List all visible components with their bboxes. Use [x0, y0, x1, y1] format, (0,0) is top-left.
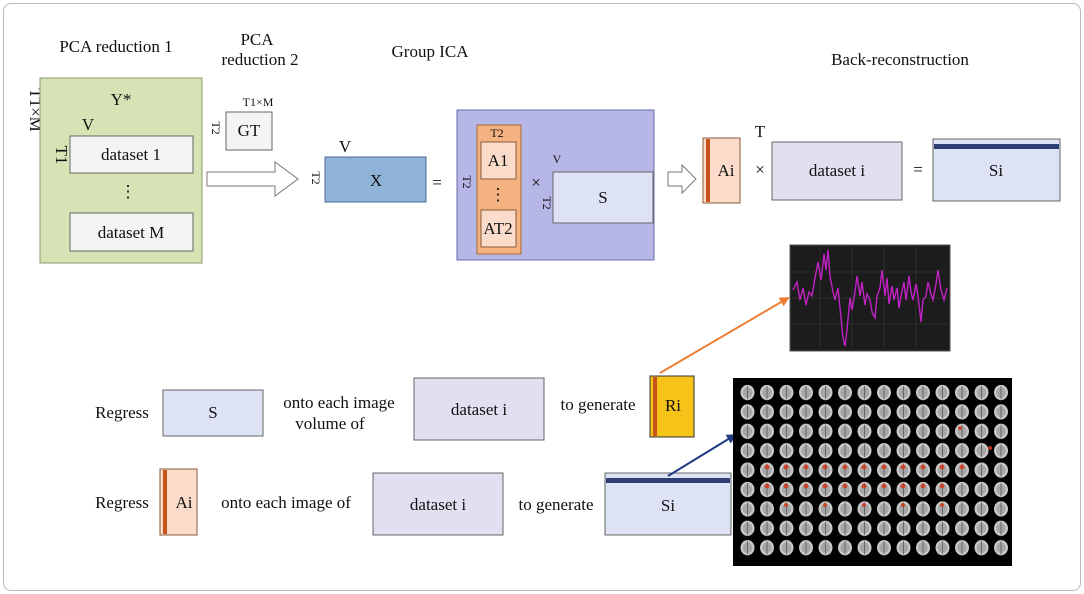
backrec-dataset-i-label: dataset i	[809, 161, 865, 180]
ai-transpose-t: T	[755, 122, 766, 141]
dataset-m-box	[69, 212, 194, 252]
pca2-t2-label: T2	[209, 121, 223, 134]
at2-box	[480, 209, 517, 248]
regress2-si-label: Si	[661, 496, 675, 515]
regress1-s-box	[162, 389, 264, 437]
regress1-dataset-i-label: dataset i	[451, 400, 507, 419]
dataset-1-box	[69, 135, 194, 174]
activation-blobs	[764, 426, 992, 507]
heading-pca-reduction-2-line2: reduction 2	[222, 50, 299, 69]
regress1-dataset-i-box	[413, 377, 545, 441]
a1-label: A1	[488, 151, 509, 170]
regress2-to-generate: to generate	[518, 495, 593, 514]
regress2-onto-label: onto each image of	[221, 493, 351, 512]
pca1-v-label: V	[82, 115, 95, 134]
regress1-regress-label: Regress	[95, 403, 149, 422]
backrec-equals-sign: =	[913, 160, 923, 179]
ica-equals-sign: =	[432, 173, 442, 192]
a-ellipsis: ⋮	[490, 185, 507, 204]
regress2-ai-label: Ai	[176, 493, 193, 512]
s-v-label: V	[553, 152, 562, 166]
brain-slice-grid	[738, 383, 1010, 559]
ica-times-sign: ×	[531, 173, 541, 192]
regress2-si-row-highlight	[606, 478, 730, 483]
ri-to-timecourse-arrow	[659, 296, 790, 374]
backrec-times-sign: ×	[755, 160, 765, 179]
pca2-dims-label: T1×M	[243, 95, 274, 109]
si-label: Si	[989, 161, 1003, 180]
regress1-s-label: S	[208, 403, 217, 422]
si-matrix-box	[932, 138, 1061, 202]
spatial-map-montage	[733, 378, 1012, 566]
x-t2-label: T2	[309, 171, 323, 184]
heading-back-reconstruction: Back-reconstruction	[831, 50, 969, 69]
time-course-signal	[792, 249, 948, 347]
reduction-arrow	[206, 161, 299, 197]
regress2-regress-label: Regress	[95, 493, 149, 512]
s-t2-label: T2	[540, 196, 554, 209]
gt-matrix-box	[225, 111, 273, 151]
ri-box	[649, 375, 695, 438]
ai-column-highlight	[706, 139, 710, 202]
regress1-onto-line2: volume of	[295, 414, 365, 433]
x-label: X	[370, 171, 382, 190]
si-row-highlight	[934, 144, 1059, 149]
regress2-ai-column-highlight	[163, 470, 167, 534]
x-v-label: V	[339, 137, 352, 156]
regress2-si-box	[604, 472, 732, 536]
a-side-t2-label: T2	[460, 175, 474, 188]
ai-label: Ai	[718, 161, 735, 180]
a-t2-label: T2	[490, 126, 503, 140]
regress1-onto-line1: onto each image	[283, 393, 394, 412]
time-course-plot	[789, 244, 951, 352]
s-matrix-box	[552, 171, 654, 224]
gt-label: GT	[238, 121, 261, 140]
backrec-arrow	[667, 163, 697, 195]
a1-box	[480, 141, 517, 180]
at2-label: AT2	[483, 219, 512, 238]
heading-group-ica: Group ICA	[392, 42, 470, 61]
heading-pca-reduction-2-line1: PCA	[240, 30, 274, 49]
backrec-dataset-i-box	[771, 141, 903, 201]
dataset-1-label: dataset 1	[101, 145, 161, 164]
pca1-ellipsis: ⋮	[120, 182, 137, 201]
ri-column-highlight	[653, 377, 657, 436]
si-to-spatial-maps-arrow	[667, 433, 737, 477]
dataset-m-label: dataset M	[98, 223, 165, 242]
regress2-dataset-i-label: dataset i	[410, 495, 466, 514]
ystar-label: Y*	[111, 90, 132, 109]
x-matrix-box	[324, 156, 427, 203]
ri-label: Ri	[665, 396, 681, 415]
heading-pca-reduction-1: PCA reduction 1	[59, 37, 172, 56]
regress1-to-generate: to generate	[560, 395, 635, 414]
regress2-dataset-i-box	[372, 472, 504, 536]
s-label: S	[598, 188, 607, 207]
pca1-t1-label: T1	[52, 146, 71, 165]
